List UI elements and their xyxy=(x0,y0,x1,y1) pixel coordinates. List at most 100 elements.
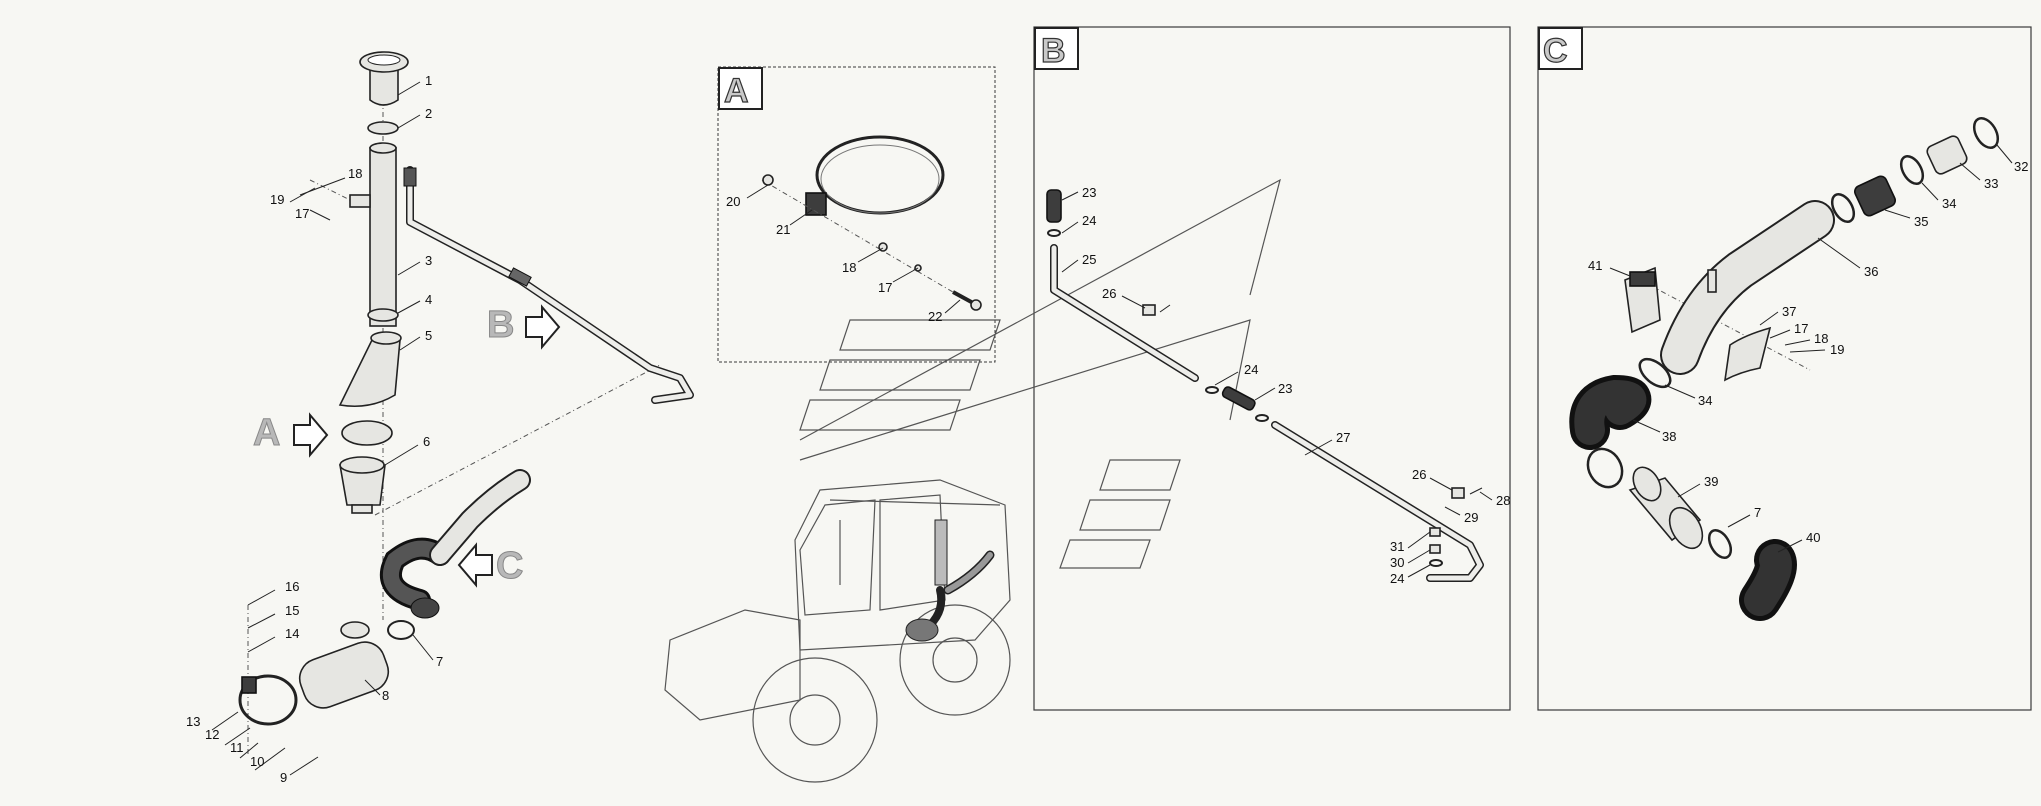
panel-a-clamp-band xyxy=(805,135,945,216)
part-25-tube xyxy=(1050,244,1199,382)
part-2-clamp xyxy=(367,121,399,135)
view-marker-b: B xyxy=(487,304,561,350)
callout-c-35: 35 xyxy=(1914,214,1928,229)
part-34-ring-second xyxy=(1830,193,1856,223)
part-20-nut xyxy=(762,174,774,186)
callout-b-25: 25 xyxy=(1082,252,1096,267)
view-marker-a-letter: A xyxy=(253,412,280,454)
callout-b-30: 30 xyxy=(1390,555,1404,570)
callout-c-38: 38 xyxy=(1662,429,1676,444)
background-chevrons xyxy=(799,178,1281,569)
callouts-panel-b: 23 24 25 26 24 23 27 26 28 29 31 30 24 xyxy=(1082,185,1510,586)
view-marker-c: C xyxy=(457,542,524,588)
part-34-ring-lower xyxy=(1638,357,1672,389)
callout-7: 7 xyxy=(436,654,443,669)
panel-c-label: C xyxy=(1538,27,1583,71)
panel-b-frame xyxy=(1033,26,1511,711)
callout-c-7: 7 xyxy=(1754,505,1761,520)
part-35-coupler xyxy=(1854,175,1896,217)
part-11-bracket xyxy=(238,674,298,726)
hose-assembly xyxy=(380,469,531,619)
callout-a-22: 22 xyxy=(928,309,942,324)
callout-10: 10 xyxy=(250,754,264,769)
callout-11: 11 xyxy=(230,740,244,755)
callout-b-29: 29 xyxy=(1464,510,1478,525)
callout-14: 14 xyxy=(285,626,299,641)
callout-c-41: 41 xyxy=(1588,258,1602,273)
callout-c-33: 33 xyxy=(1984,176,1998,191)
callout-b-24-mid: 24 xyxy=(1244,362,1258,377)
callout-a-21: 21 xyxy=(776,222,790,237)
view-marker-b-letter: B xyxy=(487,304,514,346)
callout-16: 16 xyxy=(285,579,299,594)
callout-a-17: 17 xyxy=(878,280,892,295)
part-33-sleeve xyxy=(1926,135,1968,175)
leader-lines xyxy=(211,81,2013,776)
callout-c-39: 39 xyxy=(1704,474,1718,489)
part-6-precleaner xyxy=(339,420,393,514)
part-22-bolt xyxy=(952,290,982,311)
part-23-hose-mid xyxy=(1221,386,1256,411)
callout-15: 15 xyxy=(285,603,299,618)
part-24-clip-top xyxy=(1047,229,1061,237)
part-ring-panel-c xyxy=(1586,447,1624,489)
part-5-elbow xyxy=(338,331,402,408)
callout-12: 12 xyxy=(205,727,219,742)
callout-9: 9 xyxy=(280,770,287,785)
callout-18: 18 xyxy=(348,166,362,181)
callout-c-37: 37 xyxy=(1782,304,1796,319)
callout-c-32: 32 xyxy=(2014,159,2028,174)
callout-b-23-mid: 23 xyxy=(1278,381,1292,396)
callout-c-18: 18 xyxy=(1814,331,1828,346)
callout-3: 3 xyxy=(425,253,432,268)
part-26-bracket-lower xyxy=(1451,487,1483,499)
part-41-bracket xyxy=(1624,266,1661,334)
part-23-hose-top xyxy=(1046,189,1062,223)
callout-a-18: 18 xyxy=(842,260,856,275)
view-marker-c-letter: C xyxy=(496,545,523,587)
part-32-ring xyxy=(1972,117,2000,149)
part-27-tube xyxy=(1271,421,1484,582)
view-marker-a: A xyxy=(253,412,329,458)
callout-17: 17 xyxy=(295,206,309,221)
callout-c-34-low: 34 xyxy=(1698,393,1712,408)
panel-b-label: B xyxy=(1034,27,1079,71)
panel-a-label: A xyxy=(718,67,763,111)
callout-a-20: 20 xyxy=(726,194,740,209)
part-24-clip-mid-2 xyxy=(1255,414,1269,422)
callout-b-24-low: 24 xyxy=(1390,571,1404,586)
panel-c-frame xyxy=(1537,26,2032,711)
part-36-pipe xyxy=(1660,200,1835,375)
callout-c-36: 36 xyxy=(1864,264,1878,279)
part-1-cap xyxy=(359,51,409,106)
panel-a-frame xyxy=(717,66,996,363)
panel-a-letter: A xyxy=(724,72,749,110)
callout-2: 2 xyxy=(425,106,432,121)
part-34-ring-upper xyxy=(1899,155,1925,185)
tractor-illustration xyxy=(664,479,1011,783)
callout-5: 5 xyxy=(425,328,432,343)
panel-b-letter: B xyxy=(1041,32,1066,70)
callout-c-19: 19 xyxy=(1830,342,1844,357)
part-39-tube xyxy=(1628,466,1704,550)
panel-c-letter: C xyxy=(1543,32,1568,70)
callout-6: 6 xyxy=(423,434,430,449)
callout-b-26-low: 26 xyxy=(1412,467,1426,482)
callout-c-40: 40 xyxy=(1806,530,1820,545)
callout-b-24-top: 24 xyxy=(1082,213,1096,228)
callout-b-31: 31 xyxy=(1390,539,1404,554)
callout-13: 13 xyxy=(186,714,200,729)
parts-29-31-fittings xyxy=(1429,527,1443,567)
part-24-clip-mid-1 xyxy=(1205,386,1219,394)
callout-b-23-top: 23 xyxy=(1082,185,1096,200)
callout-c-17: 17 xyxy=(1794,321,1808,336)
intake-rod xyxy=(403,166,694,404)
part-38-hose xyxy=(1569,374,1652,450)
callout-b-27: 27 xyxy=(1336,430,1350,445)
part-3-pipe xyxy=(349,142,397,327)
part-4-clamp xyxy=(367,308,399,322)
part-26-bracket-upper xyxy=(1142,304,1171,316)
callout-b-28: 28 xyxy=(1496,493,1510,508)
part-37-clamp-half xyxy=(1723,326,1772,382)
